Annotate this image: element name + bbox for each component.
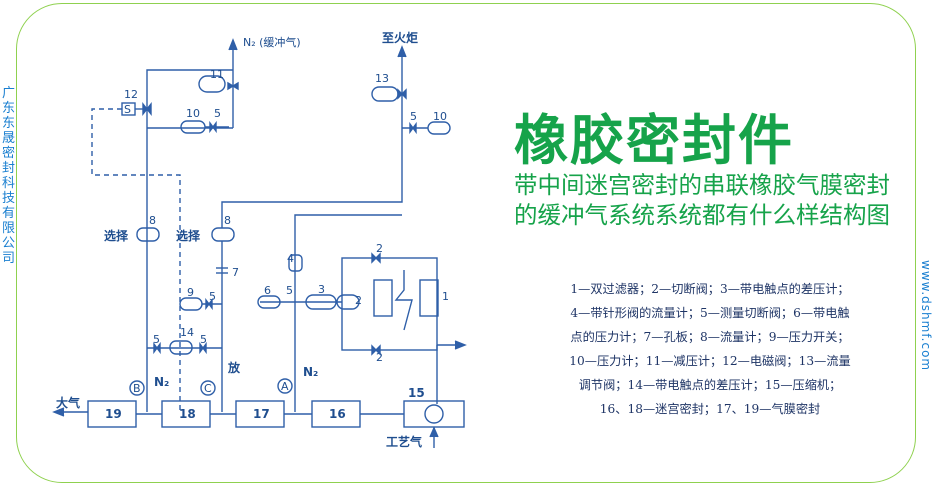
label-16: 16 <box>329 407 346 421</box>
label-2: 2 <box>376 351 383 364</box>
filter-element <box>419 279 439 317</box>
select-label: 选择 <box>104 228 129 243</box>
diff-gauge-14-symbol <box>169 340 193 355</box>
label-8: 8 <box>149 214 156 227</box>
label-1: 1 <box>442 290 449 303</box>
headline: 橡胶密封件 <box>514 109 794 172</box>
legend-line: 调节阀；14—带电触点的差压计；15—压缩机； <box>578 378 842 392</box>
buffer-gas-label: N₂ (缓冲气) <box>243 35 301 49</box>
diff-gauge-3-symbol <box>336 294 360 310</box>
label-18: 18 <box>179 407 196 421</box>
select-label: 选择 <box>176 228 201 243</box>
label-10: 10 <box>433 110 447 123</box>
label-5: 5 <box>153 333 160 346</box>
point-c-marker <box>200 380 216 396</box>
double-filter-frame <box>341 257 438 351</box>
label-5: 5 <box>214 107 221 120</box>
label-9: 9 <box>187 286 194 299</box>
arrow-icon <box>228 38 238 51</box>
label-10: 10 <box>186 107 200 120</box>
filter-zigzag <box>394 270 413 331</box>
n2-label: N₂ <box>303 365 318 379</box>
subtitle: 带中间迷宫密封的串联橡胶气膜密封的缓冲气系统系统都有什么样结构图 <box>514 171 890 229</box>
arrow-icon <box>429 426 439 438</box>
solenoid-s-label: S <box>124 103 131 116</box>
arrow-icon <box>454 340 467 350</box>
page-frame <box>16 3 916 483</box>
arrow-icon <box>397 45 407 58</box>
company-name-watermark: 广东东晟密封科技有限公司 <box>1 86 16 266</box>
label-7: 7 <box>232 266 239 279</box>
website-watermark: www.dshmf.com <box>918 260 933 372</box>
flare-line <box>221 95 403 228</box>
legend-line: 1—双过滤器；2—切断阀；3—带电触点的差压计； <box>570 282 850 296</box>
to-flare-label: 至火炬 <box>382 31 418 45</box>
legend: 1—双过滤器；2—切断阀；3—带电触点的差压计； 4—带针形阀的流量计；5—测量… <box>524 277 896 421</box>
label-13: 13 <box>375 72 389 85</box>
label-5: 5 <box>200 333 207 346</box>
label-8: 8 <box>224 214 231 227</box>
valve-icon <box>199 341 207 355</box>
process-gas-label: 工艺气 <box>386 434 422 449</box>
diff-gauge-3-symbol <box>305 294 337 310</box>
flowmeter-8-symbol <box>211 227 235 242</box>
label-3: 3 <box>318 283 325 296</box>
valve-icon <box>409 121 417 135</box>
n2-label: N₂ <box>154 375 169 389</box>
label-17: 17 <box>253 407 270 421</box>
valve-icon <box>371 252 381 264</box>
label-19: 19 <box>105 407 122 421</box>
vent-label: 放 <box>227 360 241 375</box>
regulator-11-symbol <box>198 75 226 93</box>
point-c-label: C <box>204 382 212 395</box>
label-5: 5 <box>209 290 216 303</box>
a-supply-line <box>294 214 402 412</box>
label-15: 15 <box>408 386 425 400</box>
b-supply-line <box>146 69 233 412</box>
label-6: 6 <box>264 284 271 297</box>
flowmeter-4-symbol <box>288 254 303 272</box>
label-5: 5 <box>410 110 417 123</box>
pressure-switch-9-symbol <box>179 297 203 311</box>
pressure-gauge-6-symbol <box>257 295 281 309</box>
label-2: 2 <box>355 294 362 307</box>
arrow-icon <box>52 407 65 417</box>
label-14: 14 <box>180 326 194 339</box>
label-12: 12 <box>124 88 138 101</box>
legend-line: 10—压力计；11—减压计；12—电磁阀；13—流量 <box>569 354 851 368</box>
label-4: 4 <box>287 252 294 265</box>
signal-dashed-line <box>91 108 181 412</box>
legend-line: 点的压力计；7—孔板；8—流量计；9—压力开关； <box>570 330 850 344</box>
point-b-marker <box>129 380 145 396</box>
point-a-marker <box>277 378 293 394</box>
pressure-gauge-10-symbol <box>180 120 206 134</box>
filter-element <box>373 279 393 317</box>
valve-icon <box>227 81 239 91</box>
flowmeter-8-symbol <box>136 227 160 242</box>
label-2: 2 <box>376 242 383 255</box>
compressor-symbol <box>424 404 444 424</box>
atmosphere-label: 大气 <box>56 395 80 410</box>
label-5: 5 <box>286 284 293 297</box>
valve-icon <box>371 344 381 356</box>
valve-icon <box>153 341 161 355</box>
point-b-label: B <box>133 382 141 395</box>
point-a-label: A <box>281 380 289 393</box>
valve-icon <box>209 120 217 134</box>
label-11: 11 <box>210 68 224 81</box>
legend-line: 16、18—迷宫密封；17、19—气膜密封 <box>599 402 821 416</box>
legend-line: 4—带针形阀的流量计；5—测量切断阀；6—带电触 <box>570 306 850 320</box>
valve-icon <box>205 297 213 311</box>
flow-regulator-13-symbol <box>371 86 399 102</box>
valve-icon <box>142 102 152 116</box>
pressure-gauge-10-symbol <box>427 121 451 135</box>
